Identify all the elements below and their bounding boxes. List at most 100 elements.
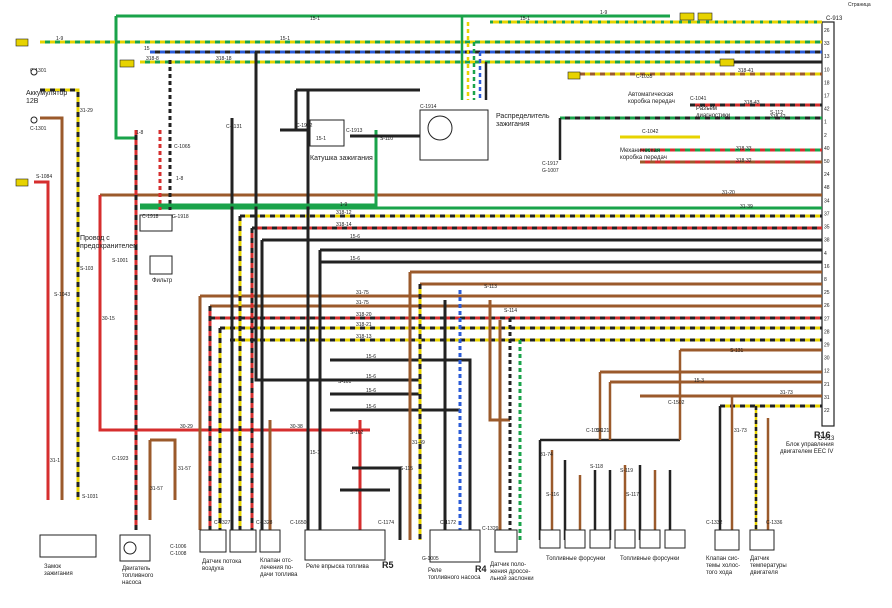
fuel-pump-relay <box>429 529 481 563</box>
code-w36: 15-3 <box>694 378 704 384</box>
r4-1: Реле <box>428 568 442 574</box>
wire-black-400 <box>352 466 402 540</box>
ecu-pin: 16 <box>824 264 830 270</box>
idle-valve-1: Клапан сис- <box>706 556 739 562</box>
idle-valve-2: темы холос- <box>706 563 740 569</box>
distributor-wires <box>460 16 562 160</box>
code-w41: 318-32 <box>736 158 752 164</box>
wire-brown-left <box>40 116 64 500</box>
conn-s113: S-113 <box>484 284 497 290</box>
ecu-pin: 21 <box>824 382 830 388</box>
terminal-yellow-5 <box>697 12 713 21</box>
idle-valve-3: того хода <box>706 570 733 576</box>
conn-s103: S-103 <box>80 266 94 272</box>
code-w14: 1-9 <box>340 202 347 208</box>
conn-c1131: C-1131 <box>226 124 242 130</box>
conn-s119: S-119 <box>620 468 633 474</box>
coil-label: Катушка зажигания <box>310 155 373 162</box>
code-w22: 318-21 <box>356 322 372 328</box>
code-w17: 15-6 <box>350 234 360 240</box>
auto-gearbox-2: коробка передач <box>628 99 675 105</box>
injector-6 <box>664 529 686 549</box>
code-w8: 31-29 <box>80 108 93 114</box>
filter-label: Фильтр <box>152 278 173 284</box>
conn-s1084: S-1084 <box>36 174 52 180</box>
conn-c1036: C-1036 <box>586 428 603 434</box>
throttle-3: льной заслонки <box>490 575 534 582</box>
conn-c1923: C-1923 <box>112 456 129 462</box>
terminal-yellow-4 <box>679 12 695 21</box>
code-w13: 1-8 <box>176 176 183 182</box>
ecu-title-line1: Блок управления <box>786 442 834 448</box>
coolant-3: двигателя <box>750 570 778 576</box>
code-w43: 30-38 <box>290 424 303 430</box>
conn-c1914: C-1914 <box>420 104 437 110</box>
battery-terminal-2 <box>30 116 38 124</box>
ecu-pin: 17 <box>824 94 830 100</box>
code-w12: 31-57 <box>178 466 191 472</box>
code-w24: 15-6 <box>366 354 376 360</box>
injector-1 <box>539 529 561 549</box>
conn-s116: S-116 <box>546 492 559 498</box>
ecu-pin: 13 <box>824 54 830 60</box>
code-w21: 318-20 <box>356 312 372 318</box>
ecu-title-line2: двигателем EEC IV <box>780 449 833 455</box>
code-w38: 318-43 <box>744 100 760 106</box>
battery-voltage: 12В <box>26 98 39 105</box>
conn-c1918: C-1918 <box>142 214 159 220</box>
code-w3: 1-9 <box>56 36 63 42</box>
air-flow-sensor-2 <box>229 529 257 553</box>
code-w33: 31-49 <box>412 440 425 446</box>
cutoff-1: Клапан отс- <box>260 558 293 564</box>
distributor-label-1: Распределитель <box>496 113 550 120</box>
conn-s115: S-115 <box>400 466 413 472</box>
conn-c1332: C-1332 <box>706 520 723 526</box>
ecu-pin: 25 <box>824 290 830 296</box>
ecu-top-connector: C-913 <box>826 16 843 22</box>
center-wires <box>140 52 522 540</box>
cutoff-2: лечения по- <box>260 565 293 571</box>
ecu-pin: 26 <box>824 303 830 309</box>
wire-yellow-black-left <box>40 88 80 500</box>
code-w32: 31-57 <box>150 486 163 492</box>
code-w29: 30-29 <box>180 424 193 430</box>
conn-c1336: C-1336 <box>766 520 783 526</box>
fuse-label-2: предохранителем <box>80 243 138 250</box>
coolant-1: Датчик <box>750 556 769 562</box>
coolant-2: температуры <box>750 563 787 569</box>
code-w25: 15-6 <box>366 374 376 380</box>
fuel-pump-1: Двигатель <box>122 566 150 572</box>
code-w23: 318-13 <box>356 334 372 340</box>
terminal-yellow-7 <box>719 58 735 67</box>
fuel-cutoff-valve <box>259 529 281 553</box>
diag-2: диагностики <box>696 113 730 119</box>
code-w15: 318-12 <box>336 210 352 216</box>
conn-c1008: C-1008 <box>170 551 187 557</box>
ecu-pin: 38 <box>824 238 830 244</box>
code-w4: 15-1 <box>280 36 290 42</box>
ecu-pin: 42 <box>824 107 830 113</box>
code-w30: 31-1 <box>50 458 60 464</box>
r4-code: R4 <box>475 564 487 574</box>
r5-label: Реле впрыска топлива <box>306 564 369 570</box>
code-w19: 31-75 <box>356 290 369 296</box>
filter-connector <box>139 214 173 232</box>
conn-c1041: C-1041 <box>690 96 707 102</box>
conn-g1007: G-1007 <box>542 168 559 174</box>
r5-code: R5 <box>382 560 394 570</box>
conn-s1043: S-1043 <box>54 292 70 298</box>
battery-label: Аккумулятор <box>26 90 67 97</box>
code-w7: 318-18 <box>216 56 232 62</box>
fuel-pump-3: насоса <box>122 580 142 586</box>
filter-component <box>149 255 173 275</box>
components <box>39 109 775 563</box>
conn-s112: S-112 <box>770 110 783 116</box>
coolant-sensor <box>749 529 775 551</box>
throttle-2: жения дроссе- <box>490 569 530 575</box>
injector-5 <box>639 529 661 549</box>
conn-s102: S-102 <box>350 430 364 436</box>
auto-gearbox-1: Автоматическая <box>628 92 673 98</box>
ecu-pin-list: 2633131018174212405024483437353841682526… <box>824 28 830 414</box>
